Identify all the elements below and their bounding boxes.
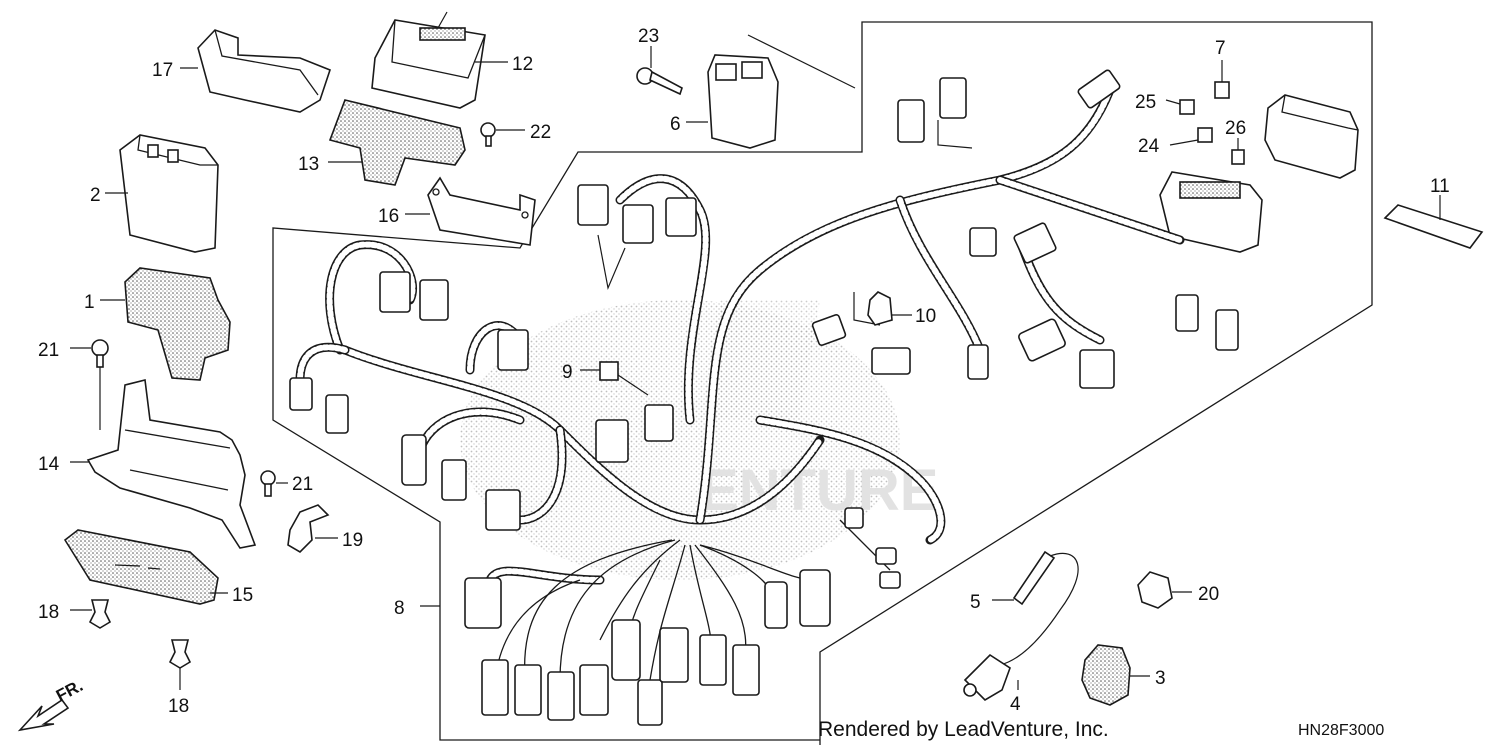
part-18-clip-bottom[interactable]: 18 [168, 639, 192, 717]
part-22-bolt[interactable]: 22 [480, 122, 551, 147]
label-7: 7 [1215, 38, 1226, 59]
label-11: 11 [1430, 176, 1450, 197]
part-9-relay[interactable]: 9 [562, 361, 649, 396]
label-21b: 21 [292, 474, 313, 495]
part-10-relay[interactable]: 10 [867, 291, 936, 327]
label-26: 26 [1225, 118, 1246, 139]
part-3-boot[interactable]: 3 [1081, 644, 1166, 706]
label-12: 12 [512, 54, 533, 75]
part-14-mount-bracket[interactable]: 14 [38, 379, 257, 549]
label-18a: 18 [38, 602, 59, 623]
part-12-control-unit[interactable]: 12 [371, 19, 533, 109]
part-18-clip-left[interactable]: 18 [38, 599, 112, 629]
part-21-bolt-lower[interactable]: 21 [260, 470, 313, 497]
label-8: 8 [394, 598, 405, 619]
label-17: 17 [152, 60, 173, 81]
part-19-clip[interactable]: 19 [287, 504, 363, 554]
diagram-code: HN28F3000 [1298, 722, 1385, 739]
part-25-fuse[interactable]: 25 [1135, 92, 1195, 115]
label-5: 5 [970, 592, 981, 613]
part-1-unit[interactable]: 1 [84, 267, 231, 381]
watermark: ENTURE [460, 300, 938, 580]
label-22: 22 [530, 122, 551, 143]
part-21-bolt-upper[interactable]: 21 [38, 339, 109, 430]
label-4: 4 [1010, 694, 1021, 715]
part-5-sensor[interactable]: 5 [970, 550, 1079, 666]
assembly-outlines [272, 11, 1373, 745]
part-2-relay-box[interactable]: 2 [90, 134, 219, 253]
part-11-label[interactable]: 11 [1383, 176, 1484, 249]
part-26-fuse[interactable]: 26 [1225, 118, 1246, 165]
front-direction-arrow: FR. [17, 676, 86, 732]
part-8-wire-harness[interactable]: 8 [289, 69, 1239, 726]
label-14: 14 [38, 454, 60, 475]
part-15-plate[interactable]: 15 [63, 529, 253, 606]
part-16-bracket[interactable]: 16 [378, 176, 536, 246]
label-1: 1 [84, 292, 95, 313]
label-2: 2 [90, 185, 101, 206]
part-23-bolt[interactable]: 23 [636, 26, 683, 96]
direction-label: FR. [53, 676, 86, 706]
label-19: 19 [342, 530, 363, 551]
label-10: 10 [915, 306, 936, 327]
part-4-sensor[interactable]: 4 [963, 653, 1021, 715]
part-13-module[interactable]: 13 [298, 99, 466, 186]
part-6-regulator[interactable]: 6 [670, 54, 779, 149]
label-25: 25 [1135, 92, 1156, 113]
label-6: 6 [670, 114, 681, 135]
label-23: 23 [638, 26, 659, 47]
rendered-by-credit: Rendered by LeadVenture, Inc. [818, 718, 1109, 741]
label-20: 20 [1198, 584, 1219, 605]
label-15: 15 [232, 585, 253, 606]
part-20-connector[interactable]: 20 [1137, 571, 1219, 609]
part-17-cover[interactable]: 17 [152, 29, 331, 113]
part-24-fuse[interactable]: 24 [1138, 127, 1213, 157]
label-24: 24 [1138, 136, 1160, 157]
fuse-box-cover[interactable] [1264, 94, 1359, 179]
label-13: 13 [298, 154, 319, 175]
label-9: 9 [562, 362, 573, 383]
label-3: 3 [1155, 668, 1166, 689]
label-18b: 18 [168, 696, 189, 717]
part-7-fuse[interactable]: 7 [1214, 38, 1230, 99]
label-16: 16 [378, 206, 399, 227]
label-21a: 21 [38, 340, 59, 361]
